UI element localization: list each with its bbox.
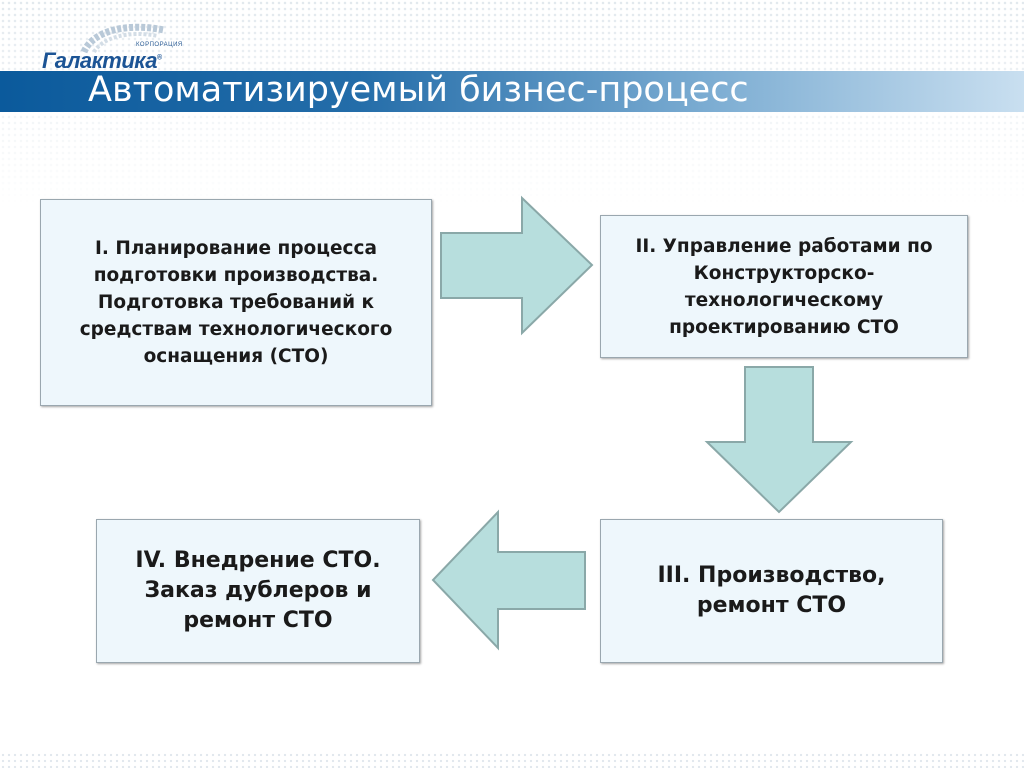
arrow-right-icon (440, 195, 594, 336)
step-4-box: IV. Внедрение СТО. Заказ дублеров и ремо… (96, 519, 420, 663)
step-4-label: IV. Внедрение СТО. Заказ дублеров и ремо… (135, 548, 381, 633)
company-logo: КОРПОРАЦИЯ Галактика® (40, 18, 200, 73)
arrow-left-icon (431, 509, 586, 651)
step-1-label: I. Планирование процесса подготовки прои… (79, 238, 393, 367)
page-title: Автоматизируемый бизнес-процесс (88, 70, 749, 110)
step-2-box: II. Управление работами по Конструкторск… (600, 215, 968, 358)
step-3-label: III. Производство, ремонт СТО (657, 563, 886, 618)
footer-dot-pattern (0, 752, 1024, 768)
arrow-down-icon (704, 366, 854, 514)
logo-wordmark: Галактика® (42, 48, 162, 73)
title-bar (0, 71, 1024, 112)
logo-arc-icon (80, 23, 165, 54)
step-1-box: I. Планирование процесса подготовки прои… (40, 199, 432, 406)
step-2-label: II. Управление работами по Конструкторск… (635, 235, 933, 338)
logo-corporation-label: КОРПОРАЦИЯ (136, 42, 183, 48)
step-3-box: III. Производство, ремонт СТО (600, 519, 943, 663)
